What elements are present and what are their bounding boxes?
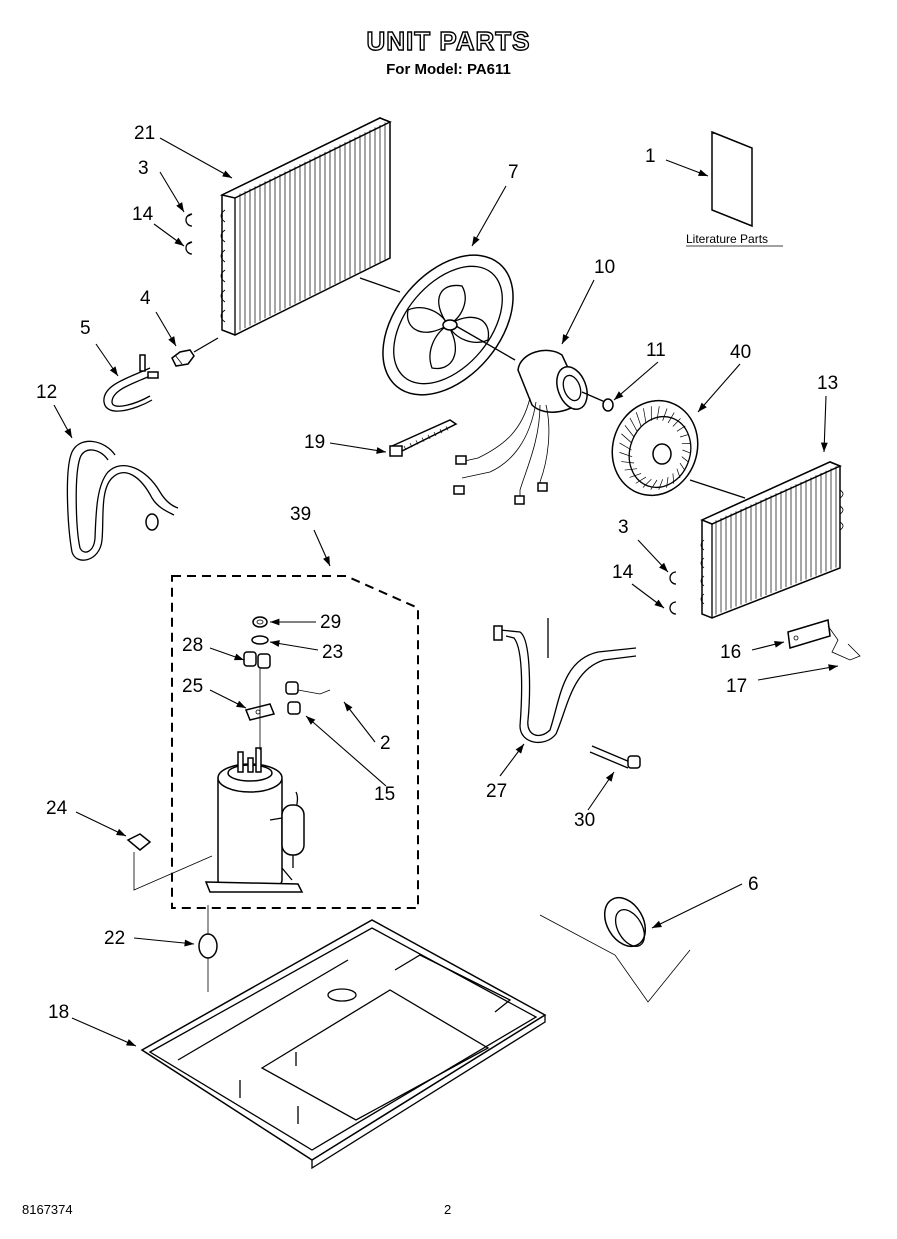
base-pan-part-18 bbox=[140, 919, 547, 1170]
clip-part-14-right bbox=[669, 601, 677, 615]
callout-3-right: 3 bbox=[618, 517, 629, 538]
bracket-part-16 bbox=[787, 619, 831, 649]
callout-6: 6 bbox=[748, 874, 759, 895]
leader-lines bbox=[53, 137, 839, 1047]
callout-13: 13 bbox=[817, 373, 838, 394]
clip-part-3-left bbox=[185, 213, 193, 227]
cap-part-15 bbox=[287, 701, 301, 715]
literature-parts-label: Literature Parts bbox=[686, 232, 768, 246]
callout-21: 21 bbox=[134, 123, 155, 144]
callout-4: 4 bbox=[140, 288, 151, 309]
washer-part-23 bbox=[251, 635, 269, 645]
callout-2: 2 bbox=[380, 733, 391, 754]
clip-part-14-left bbox=[185, 241, 193, 255]
callout-12: 12 bbox=[36, 382, 57, 403]
callout-7: 7 bbox=[508, 162, 519, 183]
fan-blade-part-7 bbox=[382, 254, 516, 396]
callout-11: 11 bbox=[646, 340, 666, 361]
strap-part-6 bbox=[539, 897, 691, 1003]
grommet-part-28 bbox=[243, 651, 271, 669]
callout-40: 40 bbox=[730, 342, 751, 363]
callout-3-left: 3 bbox=[138, 158, 149, 179]
callout-30: 30 bbox=[574, 810, 595, 831]
nut-part-29 bbox=[252, 616, 268, 628]
wire-part-17 bbox=[827, 625, 861, 661]
clip-part-3-right bbox=[669, 571, 677, 585]
fan-motor-part-10 bbox=[453, 349, 613, 505]
evaporator-coil-part-13 bbox=[700, 461, 844, 619]
tube-part-5 bbox=[103, 354, 159, 412]
blower-wheel-part-40 bbox=[611, 399, 746, 499]
grommet-part-22 bbox=[198, 905, 218, 992]
callout-10: 10 bbox=[594, 257, 615, 278]
callout-24: 24 bbox=[46, 798, 68, 819]
condenser-coil-part-21 bbox=[219, 117, 401, 336]
tube-part-12 bbox=[66, 440, 179, 561]
tube-part-27 bbox=[493, 618, 637, 744]
valve-core-part-4 bbox=[171, 337, 219, 367]
callout-14-left: 14 bbox=[132, 204, 154, 225]
callout-22: 22 bbox=[104, 928, 125, 949]
bracket-part-24 bbox=[126, 833, 213, 891]
callout-16: 16 bbox=[720, 642, 741, 663]
callout-17: 17 bbox=[726, 676, 747, 697]
set-screw-part-11 bbox=[602, 398, 614, 412]
literature-part-1 bbox=[711, 130, 753, 228]
callout-28: 28 bbox=[182, 635, 203, 656]
callout-15: 15 bbox=[374, 784, 395, 805]
model-subtitle: For Model: PA611 bbox=[386, 61, 511, 78]
compressor bbox=[204, 747, 305, 893]
callout-25: 25 bbox=[182, 676, 203, 697]
overload-part-2 bbox=[285, 681, 331, 695]
callout-5: 5 bbox=[80, 318, 91, 339]
callout-23: 23 bbox=[322, 642, 343, 663]
callout-27: 27 bbox=[486, 781, 507, 802]
page-number: 2 bbox=[444, 1202, 452, 1217]
callout-29: 29 bbox=[320, 612, 341, 633]
page-title: UNIT PARTS bbox=[366, 25, 531, 56]
callout-19: 19 bbox=[304, 432, 325, 453]
valve-part-30 bbox=[589, 745, 641, 769]
callout-18: 18 bbox=[48, 1002, 69, 1023]
callout-14-right: 14 bbox=[612, 562, 634, 583]
callout-39: 39 bbox=[290, 504, 311, 525]
tie-strap-part-19 bbox=[389, 419, 458, 457]
callout-1: 1 bbox=[645, 146, 656, 167]
document-number: 8167374 bbox=[22, 1202, 73, 1217]
